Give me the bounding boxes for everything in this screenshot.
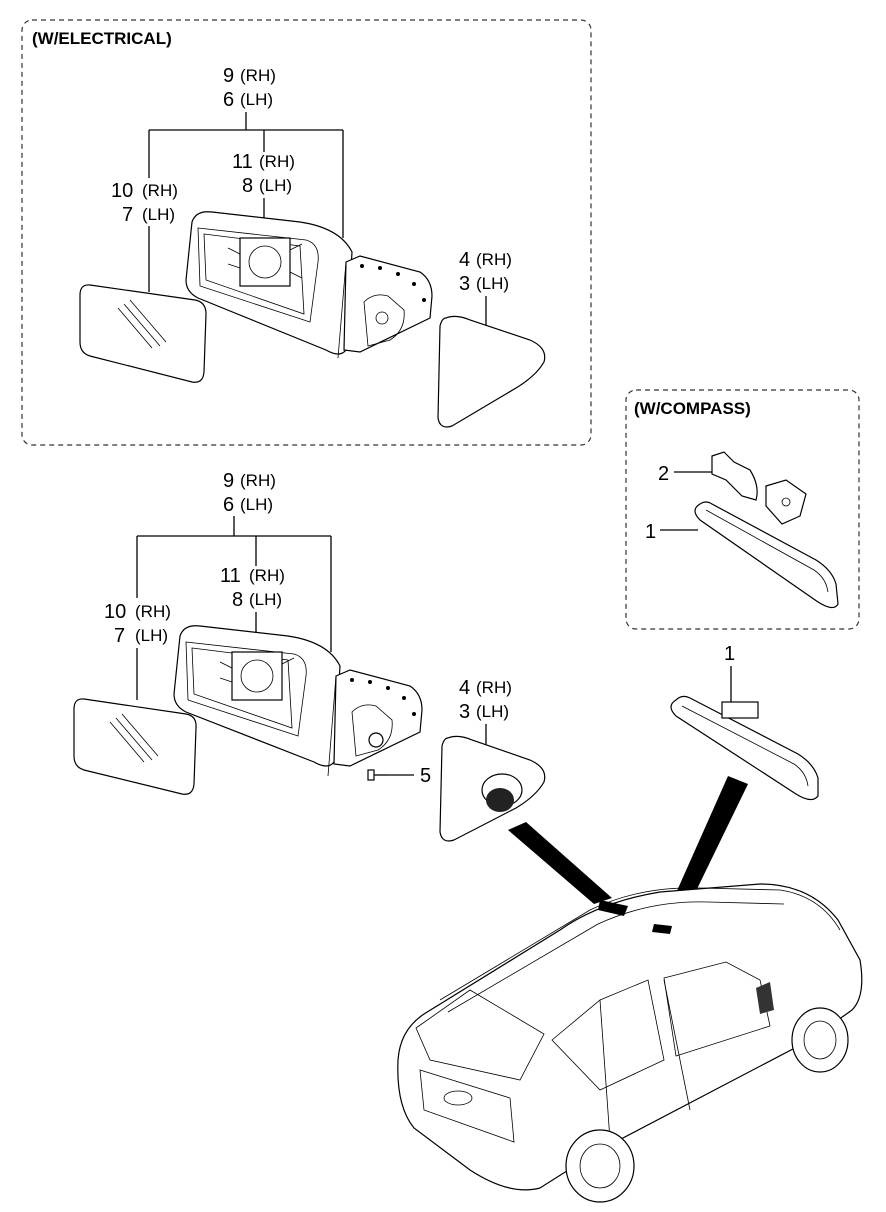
callout-compass-mirror: 1 xyxy=(645,521,656,543)
compass-group-frame xyxy=(625,389,860,630)
callout-mid-cover-rh: 4 xyxy=(459,677,470,699)
callout-mid-actuator-lh-side: (LH) xyxy=(249,590,282,609)
mirror-base-bracket-icon xyxy=(327,669,423,777)
screw-icon xyxy=(367,769,387,781)
inside-mirror-group: 1 xyxy=(508,643,819,924)
callout-inside-mirror: 1 xyxy=(724,643,735,665)
corner-cover-icon xyxy=(439,735,546,842)
compass-group-title: (W/COMPASS) xyxy=(634,399,751,418)
callout-glass-lh: 7 xyxy=(122,204,133,226)
callout-mid-glass-rh-side: (RH) xyxy=(135,602,171,621)
callout-mid-actuator-rh-side: (RH) xyxy=(249,566,285,585)
compass-group: (W/COMPASS) 2 1 xyxy=(625,389,860,630)
pointer-mirror-to-vehicle xyxy=(664,776,748,924)
callout-mid-cover-rh-side: (RH) xyxy=(476,678,512,697)
callout-mid-housing-rh-side: (RH) xyxy=(240,471,276,490)
callout-mid-actuator-lh: 8 xyxy=(232,589,243,611)
inside-rear-view-mirror-icon xyxy=(694,501,839,609)
corner-cover-icon xyxy=(437,315,546,428)
callout-mid-housing-rh: 9 xyxy=(223,470,234,492)
callout-glass-rh: 10 xyxy=(111,180,133,202)
electrical-group-frame xyxy=(21,19,592,446)
callout-mid-glass-rh: 10 xyxy=(104,601,126,623)
manual-mirror-group: 9 (RH) 6 (LH) 11 (RH) 8 (LH) 10 (RH) 7 (… xyxy=(73,470,546,842)
mirror-glass-icon xyxy=(79,284,207,383)
compass-cover-icon xyxy=(711,451,758,501)
callout-cover-rh: 4 xyxy=(459,249,470,271)
callout-actuator-lh: 8 xyxy=(242,175,253,197)
callout-mid-cover-lh: 3 xyxy=(459,701,470,723)
callout-housing-lh-side: (LH) xyxy=(240,90,273,109)
mirror-actuator-icon xyxy=(227,237,303,287)
callout-housing-rh-side: (RH) xyxy=(240,66,276,85)
pointer-cover-to-vehicle xyxy=(508,822,612,904)
callout-housing-lh: 6 xyxy=(223,89,234,111)
inside-rear-view-mirror-icon xyxy=(670,695,819,801)
mirror-glass-icon xyxy=(73,698,197,795)
electrical-group-title: (W/ELECTRICAL) xyxy=(32,29,172,48)
callout-glass-lh-side: (LH) xyxy=(142,205,175,224)
callout-mid-housing-lh: 6 xyxy=(223,494,234,516)
mirror-actuator-icon xyxy=(219,651,295,701)
electrical-leader-lines xyxy=(148,112,487,328)
callout-mid-actuator-rh: 11 xyxy=(220,565,241,587)
callout-mid-housing-lh-side: (LH) xyxy=(240,495,273,514)
callout-actuator-lh-side: (LH) xyxy=(259,176,292,195)
callout-housing-rh: 9 xyxy=(223,65,234,87)
mirror-base-bracket-icon xyxy=(337,255,433,359)
callout-cover-lh: 3 xyxy=(459,273,470,295)
callout-screw: 5 xyxy=(420,765,431,787)
callout-compass-cover: 2 xyxy=(658,463,669,485)
vehicle-icon xyxy=(397,883,863,1203)
electrical-group: (W/ELECTRICAL) 9 (RH) 6 (LH) 11 (RH) 8 (… xyxy=(21,19,592,446)
callout-actuator-rh-side: (RH) xyxy=(259,152,295,171)
callout-mid-glass-lh: 7 xyxy=(114,625,125,647)
callout-cover-lh-side: (LH) xyxy=(476,274,509,293)
callout-actuator-rh: 11 xyxy=(232,151,253,173)
callout-glass-rh-side: (RH) xyxy=(142,181,178,200)
callout-mid-cover-lh-side: (LH) xyxy=(476,702,509,721)
compass-mount-icon xyxy=(765,479,807,525)
callout-mid-glass-lh-side: (LH) xyxy=(135,626,168,645)
callout-cover-rh-side: (RH) xyxy=(476,250,512,269)
